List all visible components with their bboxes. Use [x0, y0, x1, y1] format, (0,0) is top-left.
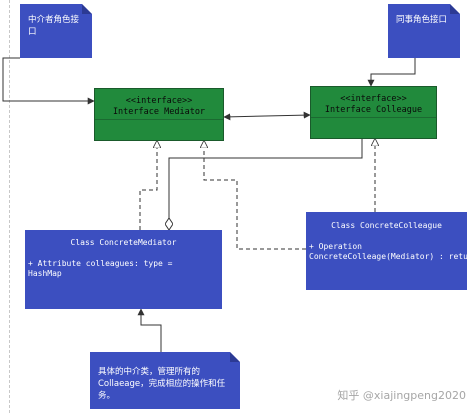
note-mediator-role-text: 中介者角色接口 — [28, 15, 80, 37]
interface-colleague-divider — [311, 117, 436, 118]
note-link-mediator — [2, 57, 95, 105]
class-concrete-mediator: Class ConcreteMediator + Attribute colle… — [25, 230, 222, 309]
interface-mediator-divider — [95, 119, 223, 120]
interface-mediator-stereotype: <<interface>> — [125, 96, 193, 106]
interface-mediator: <<interface>> Interface Mediator — [94, 88, 224, 141]
note-colleague-role: 同事角色接口 — [388, 4, 460, 58]
class-concrete-colleague-operation-signature: ConcreteColleage(Mediator) : return — [309, 252, 474, 261]
class-concrete-colleague-title: Class ConcreteColleague — [331, 221, 442, 230]
class-concrete-mediator-title: Class ConcreteMediator — [70, 238, 177, 247]
class-concrete-colleague: Class ConcreteColleague + Operation Conc… — [306, 212, 474, 290]
note-colleague-role-text: 同事角色接口 — [396, 15, 448, 25]
note-link-colleague — [367, 58, 416, 87]
interface-association — [223, 111, 311, 121]
note-link-concrete-mediator — [137, 308, 162, 352]
class-concrete-colleague-operation: + Operation — [309, 242, 362, 251]
note-mediator-role: 中介者角色接口 — [20, 4, 92, 58]
interface-colleague-name: Interface Colleague — [324, 105, 423, 115]
watermark: 知乎 @xiajingpeng2020 — [337, 389, 466, 402]
note-concrete-mediator-desc: 具体的中介类，管理所有的Collaeage，完成相应的操作和任务。 — [90, 352, 240, 409]
interface-mediator-name: Interface Mediator — [112, 107, 206, 117]
aggregation-mediator-colleague — [169, 139, 363, 230]
dependency-colleague-mediator — [204, 141, 306, 250]
page-guide-line — [9, 0, 10, 413]
interface-colleague-stereotype: <<interface>> — [340, 94, 407, 104]
realization-mediator — [139, 141, 157, 230]
class-concrete-mediator-attribute: + Attribute colleagues: type = HashMap — [28, 259, 173, 278]
note-concrete-mediator-desc-text: 具体的中介类，管理所有的Collaeage，完成相应的操作和任务。 — [98, 367, 226, 401]
interface-colleague: <<interface>> Interface Colleague — [310, 86, 437, 139]
